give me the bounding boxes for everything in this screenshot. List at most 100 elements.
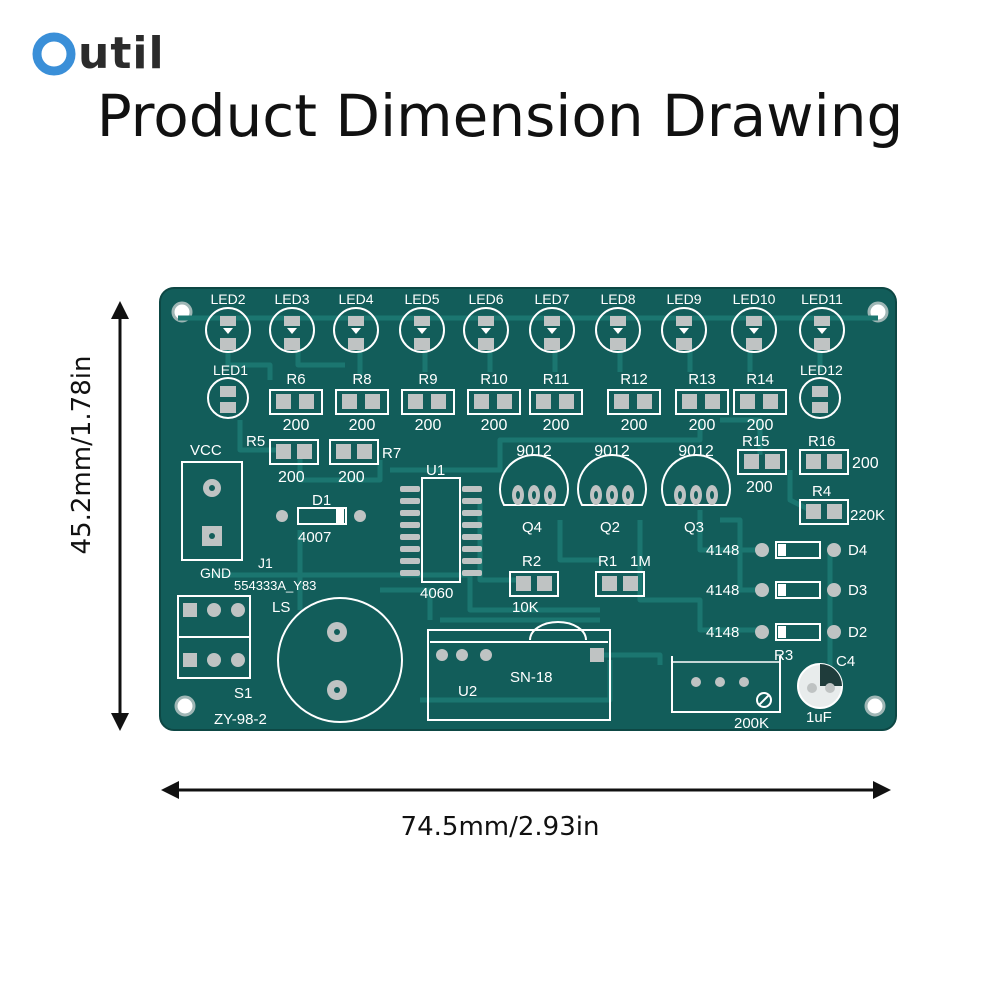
ic-pin [462,558,482,564]
ls-label: LS [272,599,290,616]
led12-label: LED12 [800,362,843,378]
ic-pin [462,570,482,576]
r15-ref: R15 [742,433,770,450]
switch-s1: S1 ZY-98-2 [177,595,267,728]
led-label: LED7 [534,291,569,307]
brand-name: util [78,28,165,79]
resistor-ref: R8 [352,371,371,388]
led-label: LED6 [468,291,503,307]
ic-pin [400,558,420,564]
capacitor-c4: C4 1uF [797,653,855,726]
diode-value: 4148 [706,624,739,641]
led-led8: LED8 [595,291,641,353]
r5-ref: R5 [246,433,265,450]
led-led10: LED10 [731,291,777,353]
ic-pin [462,522,482,528]
ic-pin [462,546,482,552]
buzzer-ls: LS [272,597,403,723]
r15-value: 200 [746,479,773,496]
led-led6: LED6 [463,291,509,353]
led-label: LED11 [801,291,843,307]
resistor-r2: R2 10K [509,553,559,616]
transistor-ref: Q3 [684,519,704,536]
resistor-ref: R12 [620,371,648,388]
u2-value: SN-18 [510,669,553,686]
ic-pin [462,498,482,504]
resistor-ref: R6 [286,371,305,388]
ic-pin [400,486,420,492]
j1-label: J1 [258,555,273,571]
diode-ref: D4 [848,542,867,559]
r3-ref: R3 [774,647,793,664]
diode-d1: D1 4007 [276,492,366,546]
r7-ref: R7 [382,445,401,462]
diode-ref: D3 [848,582,867,599]
led12: LED12 [799,362,843,419]
resistor-value: 200 [349,417,376,434]
ic-pin [400,522,420,528]
led-led11: LED11 [799,291,845,353]
u1-ref: U1 [426,462,445,479]
diode-d2: 4148 D2 [706,623,867,641]
transistor-ref: Q2 [600,519,620,536]
resistor-r10: R10 200 [467,371,521,434]
resistor-r13: R13 200 [675,371,729,434]
r3-value: 200K [734,715,769,732]
ic-pin [400,498,420,504]
led-label: LED8 [600,291,635,307]
resistor-value: 200 [543,417,570,434]
diode-d4: 4148 D4 [706,541,867,559]
resistor-r5: R5 200 [246,433,319,486]
d1-value: 4007 [298,529,331,546]
brand-logo: util [30,28,165,79]
ic-pin [400,570,420,576]
u1-value: 4060 [420,585,453,602]
led-led5: LED5 [399,291,445,353]
resistor-ref: R9 [418,371,437,388]
resistor-value: 200 [747,417,774,434]
resistor-ref: R13 [688,371,716,388]
gnd-label: GND [200,565,231,581]
ic-pin [462,510,482,516]
r1-ref: R1 [598,553,617,570]
resistor-r1: R1 1M [595,553,651,597]
diode-value: 4148 [706,542,739,559]
led-led4: LED4 [333,291,379,353]
j1-part-label: 554333A_Y83 [234,578,316,593]
resistor-value: 200 [621,417,648,434]
page-title: Product Dimension Drawing [96,82,904,150]
led-led7: LED7 [529,291,575,353]
resistor-ref: R11 [543,371,569,388]
ic-pin [462,486,482,492]
resistor-ref: R10 [480,371,508,388]
width-dimension-label: 74.5mm/2.93in [400,812,600,842]
resistor-r4: R4 220K [799,483,885,525]
r4-ref: R4 [812,483,831,500]
r2-ref: R2 [522,553,541,570]
mounting-hole [864,695,886,717]
resistor-r15: R15 200 [737,433,787,496]
r16-value: 200 [852,455,879,472]
diode-ref: D2 [848,624,867,641]
resistor-value: 200 [689,417,716,434]
ic-pin [400,510,420,516]
resistor-r16: R16 200 [799,433,879,475]
ic-pin [462,534,482,540]
trimpot-r3: R3 200K [671,647,793,732]
led-label: LED3 [274,291,309,307]
resistor-row: R6200R8200R9200R10200R11200R12200R13200R… [269,371,787,434]
transistor-ref: Q4 [522,519,542,536]
led-label: LED5 [404,291,439,307]
diode-value: 4148 [706,582,739,599]
led-label: LED4 [338,291,373,307]
led1: LED1 [207,362,249,419]
resistor-value: 200 [481,417,508,434]
